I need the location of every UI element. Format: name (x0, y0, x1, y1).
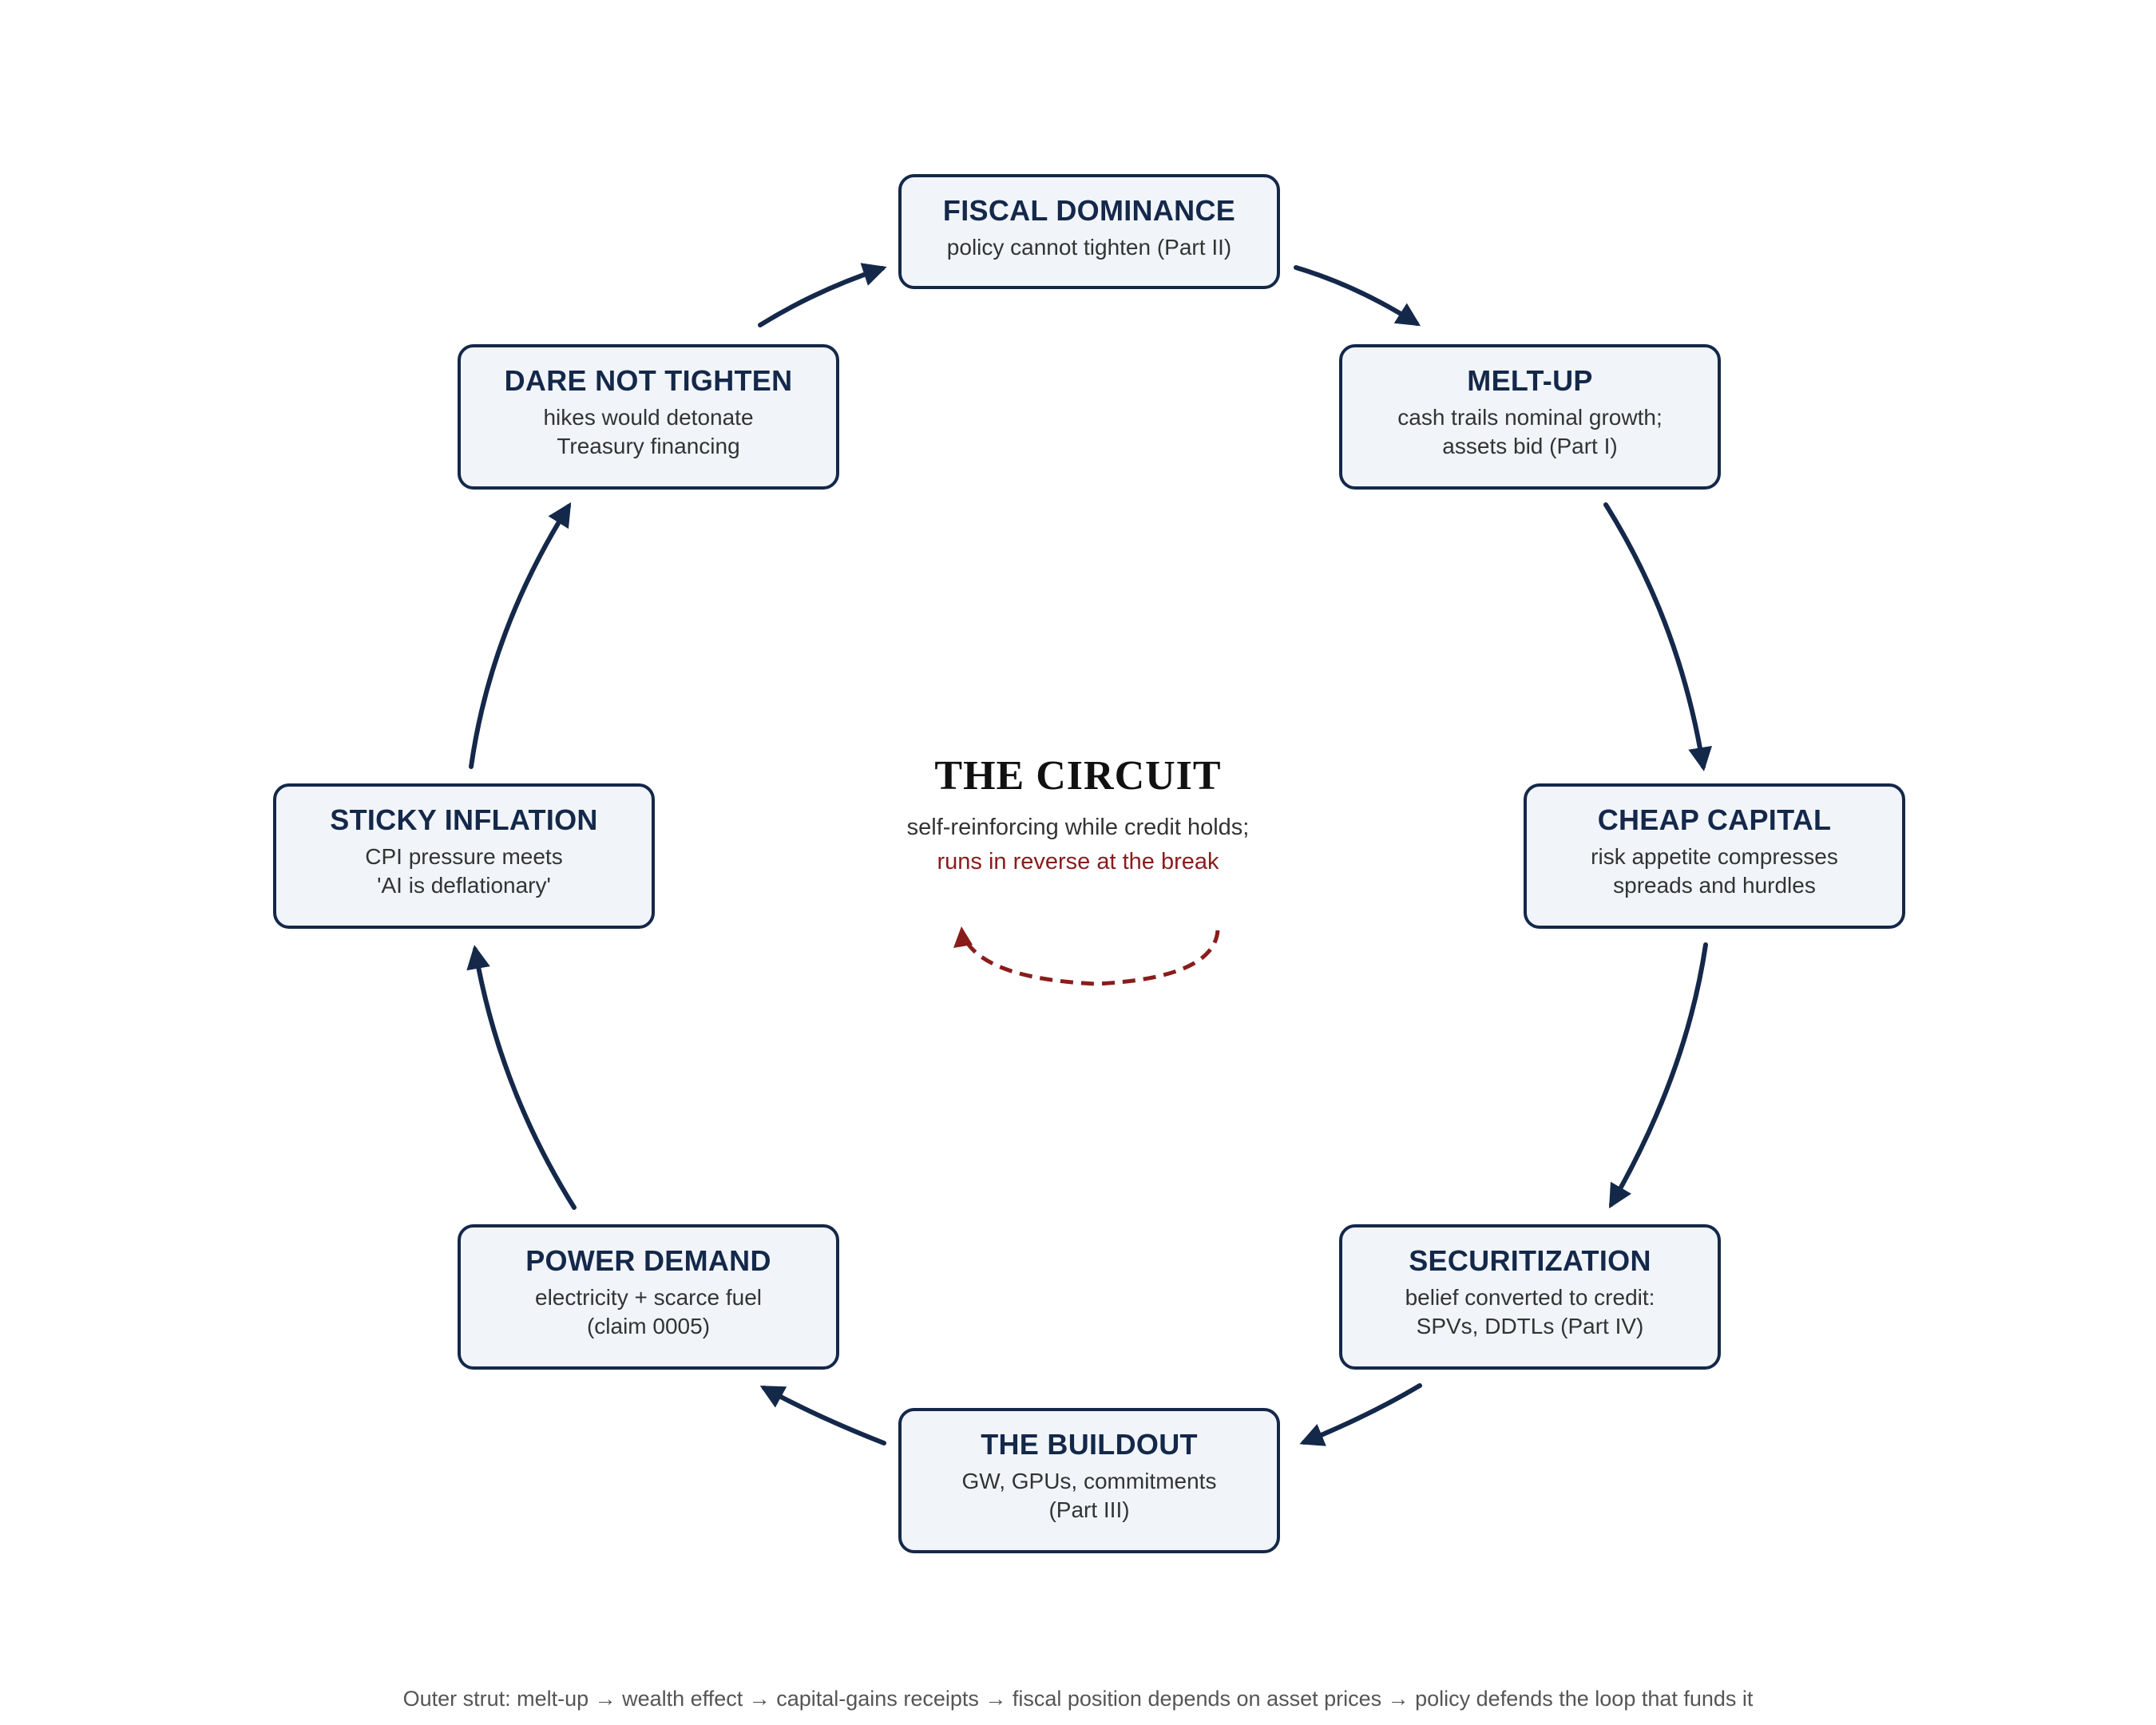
reverse-break-arrow (960, 930, 1220, 986)
node-power-demand: POWER DEMAND electricity + scarce fuel (cl… (458, 1224, 839, 1370)
node-description: GW, GPUs, commitments (Part III) (902, 1467, 1277, 1525)
node-title: CHEAP CAPITAL (1597, 803, 1832, 836)
node-description-line: GW, GPUs, commitments (961, 1469, 1217, 1493)
reverse-break-arrowhead (953, 926, 973, 948)
node-description-line: Treasury financing (557, 434, 740, 458)
node-description-line: spreads and hurdles (1613, 873, 1816, 898)
node-description: policy cannot tighten (Part II) (902, 233, 1277, 262)
center-break-note: runs in reverse at the break (937, 849, 1219, 874)
node-description: CPI pressure meets 'AI is deflationary' (276, 843, 652, 900)
cycle-arrow-6 (466, 945, 577, 1210)
node-title: POWER DEMAND (525, 1244, 771, 1277)
node-title: FISCAL DOMINANCE (942, 194, 1236, 227)
node-title: MELT-UP (1467, 364, 1593, 397)
cycle-arrow-5 (759, 1386, 886, 1445)
node-description-line: (Part III) (1048, 1497, 1130, 1522)
node-description-line: hikes would detonate (543, 405, 754, 430)
node-description-line: 'AI is deflationary' (377, 873, 551, 898)
node-fiscal-dominance: FISCAL DOMINANCE policy cannot tighten (P… (898, 174, 1280, 289)
cycle-arrow-2 (1603, 502, 1712, 771)
node-securitization: SECURITIZATION belief converted to credit… (1339, 1224, 1721, 1370)
node-description-line: risk appetite compresses (1591, 844, 1838, 869)
node-title: STICKY INFLATION (330, 803, 598, 836)
node-description-line: SPVs, DDTLs (Part IV) (1416, 1314, 1644, 1338)
node-description-line: belief converted to credit: (1405, 1285, 1655, 1310)
cycle-arrow-7 (469, 502, 572, 769)
node-description-line: assets bid (Part I) (1442, 434, 1618, 458)
node-description-line: policy cannot tighten (Part II) (946, 235, 1232, 260)
node-description-line: CPI pressure meets (365, 844, 563, 869)
node-title: THE BUILDOUT (981, 1428, 1198, 1461)
node-description-line: electricity + scarce fuel (535, 1285, 762, 1310)
node-description-line: cash trails nominal growth; (1397, 405, 1663, 430)
footer-note: Outer strut: melt-up → wealth effect → c… (402, 1687, 1754, 1711)
cycle-arrow-4 (1299, 1383, 1422, 1446)
node-description: belief converted to credit: SPVs, DDTLs (… (1342, 1283, 1718, 1341)
node-the-buildout: THE BUILDOUT GW, GPUs, commitments (Part I… (898, 1408, 1280, 1553)
node-description: electricity + scarce fuel (claim 0005) (461, 1283, 836, 1341)
node-description: risk appetite compresses spreads and hurd… (1527, 843, 1902, 900)
node-sticky-inflation: STICKY INFLATION CPI pressure meets 'AI is… (273, 783, 655, 929)
center-title: THE CIRCUIT (934, 753, 1222, 799)
node-description: cash trails nominal growth; assets bid (P… (1342, 403, 1718, 461)
node-title: DARE NOT TIGHTEN (504, 364, 793, 397)
node-title: SECURITIZATION (1409, 1244, 1651, 1277)
cycle-arrow-8 (758, 263, 887, 327)
node-cheap-capital: CHEAP CAPITAL risk appetite compresses spr… (1524, 783, 1905, 929)
node-melt-up: MELT-UP cash trails nominal growth; assets… (1339, 344, 1721, 490)
node-description-line: (claim 0005) (586, 1314, 711, 1338)
cycle-arrow-3 (1609, 942, 1708, 1209)
cycle-arrows (466, 263, 1712, 1446)
cycle-arrow-1 (1294, 265, 1421, 327)
center-subtitle: self-reinforcing while credit holds; (906, 815, 1250, 840)
